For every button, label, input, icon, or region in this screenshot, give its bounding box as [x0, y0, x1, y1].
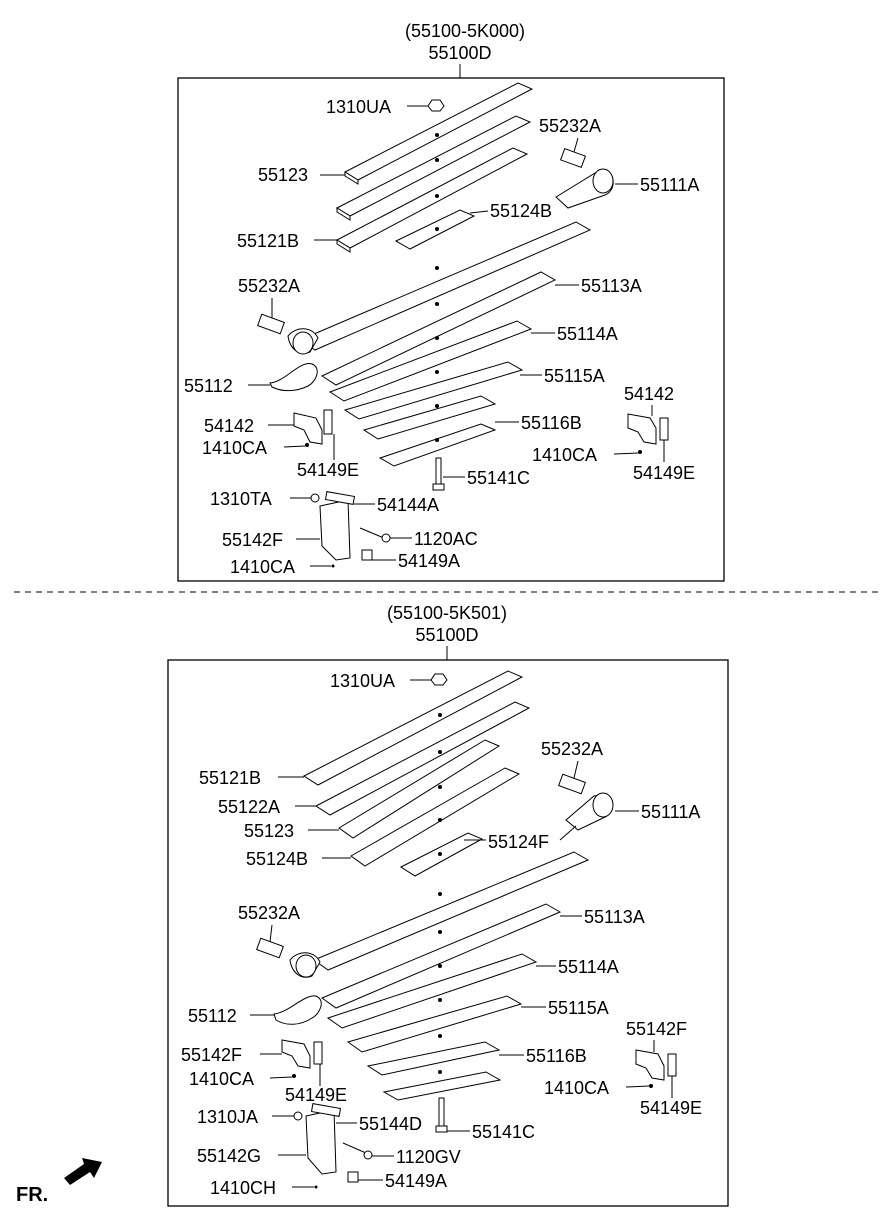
nut-top-lower: [430, 673, 448, 686]
spring-eye-right-upper: [555, 168, 614, 209]
bolt-lower: [342, 1142, 373, 1160]
label-clip-left: 55142F: [181, 1045, 242, 1065]
label-main-leaf: 55113A: [584, 907, 645, 927]
label-rivet-bottom: 1410CA: [230, 557, 295, 577]
label-clip-left-rivet: 1410CA: [202, 438, 267, 458]
clip-right-upper: [627, 413, 669, 445]
shackle-leaf-upper: [269, 363, 318, 392]
label-rivet-bottom: 1410CH: [210, 1178, 276, 1198]
label-bushing-right: 55232A: [541, 739, 603, 759]
bolt-upper: [359, 527, 391, 543]
label-clip-left-bolt: 54149E: [297, 460, 359, 480]
label-washer: 54149A: [385, 1171, 447, 1191]
label-main-leaf: 55113A: [581, 276, 642, 296]
center-bolt-upper: [432, 457, 445, 491]
assembly-lower-code: 55100D: [415, 625, 478, 645]
label-leaf-55122a: 55122A: [218, 797, 280, 817]
label-bracket: 55142F: [222, 530, 283, 550]
label-leaf-115: 55115A: [548, 998, 609, 1018]
bracket-upper: [319, 491, 356, 561]
label-bracket: 55142G: [197, 1146, 261, 1166]
label-clip-right-rivet: 1410CA: [544, 1078, 609, 1098]
label-clip-right-bolt: 54149E: [640, 1098, 702, 1118]
label-eye-right: 55111A: [640, 175, 699, 195]
label-shackle: 55112: [184, 376, 233, 396]
assembly-upper-code: 55100D: [428, 43, 491, 63]
label-bushing-right: 55232A: [539, 116, 601, 136]
label-bushing-left: 55232A: [238, 903, 300, 923]
label-pin: 55144D: [359, 1114, 422, 1134]
assembly-lower-model-code: (55100-5K501): [387, 603, 507, 623]
assembly-upper-frame: [177, 77, 725, 582]
center-bolt-lower: [435, 1097, 448, 1133]
label-clip-right: 55142F: [626, 1019, 687, 1039]
label-clip-right-bolt: 54149E: [633, 463, 695, 483]
label-bolt: 1120GV: [396, 1147, 461, 1167]
label-clip-left-bolt: 54149E: [285, 1085, 347, 1105]
front-arrow-icon: [64, 1158, 102, 1185]
bushing-right-lower: [558, 773, 586, 795]
front-indicator-label: FR.: [16, 1184, 48, 1206]
assembly-lower-frame: [167, 659, 729, 1207]
label-bolt: 1120AC: [414, 529, 478, 549]
assembly-upper: (55100-5K000) 55100D: [177, 21, 725, 582]
label-center-bolt: 55141C: [467, 468, 530, 488]
label-spacer: 55124B: [490, 201, 552, 221]
label-nut-top: 1310UA: [326, 97, 391, 117]
label-washer: 54149A: [398, 551, 460, 571]
label-shackle: 55112: [188, 1006, 237, 1026]
label-leaf-55124b: 55124B: [246, 849, 308, 869]
nut-top-upper: [427, 99, 445, 112]
label-leaf-55121b: 55121B: [237, 231, 299, 251]
label-eye-right: 55111A: [641, 802, 700, 822]
label-bushing-left: 55232A: [238, 276, 300, 296]
label-leaf-115: 55115A: [544, 366, 605, 386]
label-leaf-55123: 55123: [258, 165, 308, 185]
label-pin: 54144A: [377, 495, 439, 515]
bracket-lower: [305, 1103, 342, 1175]
label-leaf-55123: 55123: [244, 821, 294, 841]
label-leaf-114: 55114A: [558, 957, 619, 977]
label-nut-bottom: 1310TA: [210, 489, 272, 509]
assembly-lower: (55100-5K501) 55100D: [167, 603, 729, 1207]
leaf-stack-lower: [303, 670, 590, 1101]
clip-left-lower: [281, 1039, 323, 1069]
label-nut-top: 1310UA: [330, 671, 395, 691]
label-clip-left: 54142: [204, 416, 254, 436]
spring-eye-left-upper: [287, 328, 319, 355]
leaf-stack-upper: [298, 82, 592, 467]
assembly-upper-model-code: (55100-5K000): [405, 21, 525, 41]
clip-left-upper: [293, 409, 333, 445]
label-leaf-114: 55114A: [557, 324, 618, 344]
label-leaf-116: 55116B: [526, 1046, 587, 1066]
spring-eye-right-lower: [565, 792, 614, 831]
label-spacer: 55124F: [488, 832, 549, 852]
label-nut-bottom: 1310JA: [197, 1107, 258, 1127]
spring-eye-left-lower: [289, 952, 321, 978]
clip-right-lower: [635, 1049, 677, 1081]
label-clip-right-rivet: 1410CA: [532, 445, 597, 465]
bushing-right-upper: [559, 147, 587, 169]
label-clip-right: 54142: [624, 384, 674, 404]
bushing-left-upper: [257, 313, 285, 335]
bushing-left-lower: [256, 937, 284, 959]
front-indicator: FR.: [16, 1158, 102, 1206]
label-leaf-116: 55116B: [521, 413, 582, 433]
shackle-leaf-lower: [273, 995, 322, 1025]
label-leaf-55121b: 55121B: [199, 768, 261, 788]
label-clip-left-rivet: 1410CA: [189, 1069, 254, 1089]
label-center-bolt: 55141C: [472, 1122, 535, 1142]
